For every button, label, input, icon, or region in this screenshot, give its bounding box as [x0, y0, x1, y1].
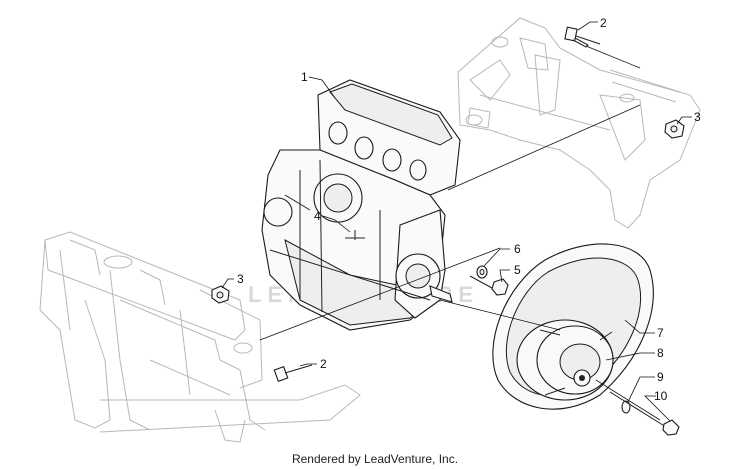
callout-3-right: 3: [694, 110, 701, 124]
callout-4: 4: [314, 209, 321, 223]
callout-5: 5: [514, 263, 521, 277]
callout-leaders: [221, 21, 692, 422]
footer-credit: Rendered by LeadVenture, Inc.: [291, 452, 459, 466]
callout-2-bottom: 2: [320, 357, 327, 371]
callout-3-left: 3: [237, 272, 244, 286]
bolt-10: [609, 391, 680, 436]
drive-clutch-and-belt: [492, 243, 654, 410]
callout-9: 9: [657, 370, 664, 384]
engine-assembly: [261, 79, 461, 331]
callout-2-top: 2: [600, 16, 607, 30]
washer-9: [621, 400, 631, 414]
callout-6: 6: [514, 242, 521, 256]
callout-1: 1: [301, 70, 308, 84]
callout-8: 8: [657, 346, 664, 360]
alignment-lines: [259, 45, 661, 421]
bolt-2-bottom: [273, 364, 313, 383]
nut-3-left: [211, 285, 230, 304]
front-frame: [39, 231, 361, 443]
rear-frame-bracket: [457, 17, 701, 229]
nut-3-right: [664, 119, 685, 139]
callout-7: 7: [657, 326, 664, 340]
washer-6: [476, 265, 488, 279]
bolt-5: [469, 275, 509, 296]
bolt-2-top: [564, 26, 601, 48]
callout-10: 10: [654, 389, 668, 403]
